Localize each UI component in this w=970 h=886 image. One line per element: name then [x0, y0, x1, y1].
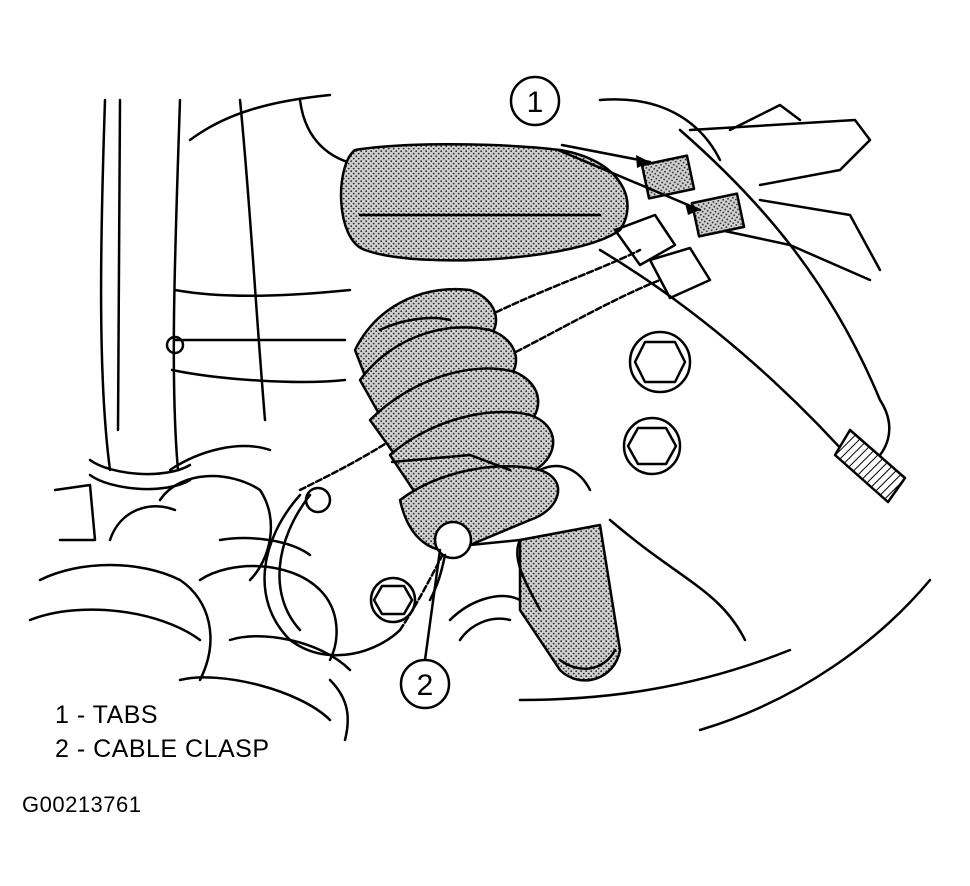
callout-1-number: 1 [527, 86, 544, 119]
legend-item-cable-clasp: 2 - CABLE CLASP [55, 735, 270, 763]
legend: 1 - TABS 2 - CABLE CLASP [55, 698, 270, 766]
figure-id: G00213761 [22, 792, 142, 817]
legend-item-tabs: 1 - TABS [55, 701, 159, 729]
callout-1: 1 [509, 75, 561, 127]
line-art [28, 93, 932, 742]
callout-2: 2 [399, 658, 451, 710]
callout-2-number: 2 [417, 669, 434, 702]
